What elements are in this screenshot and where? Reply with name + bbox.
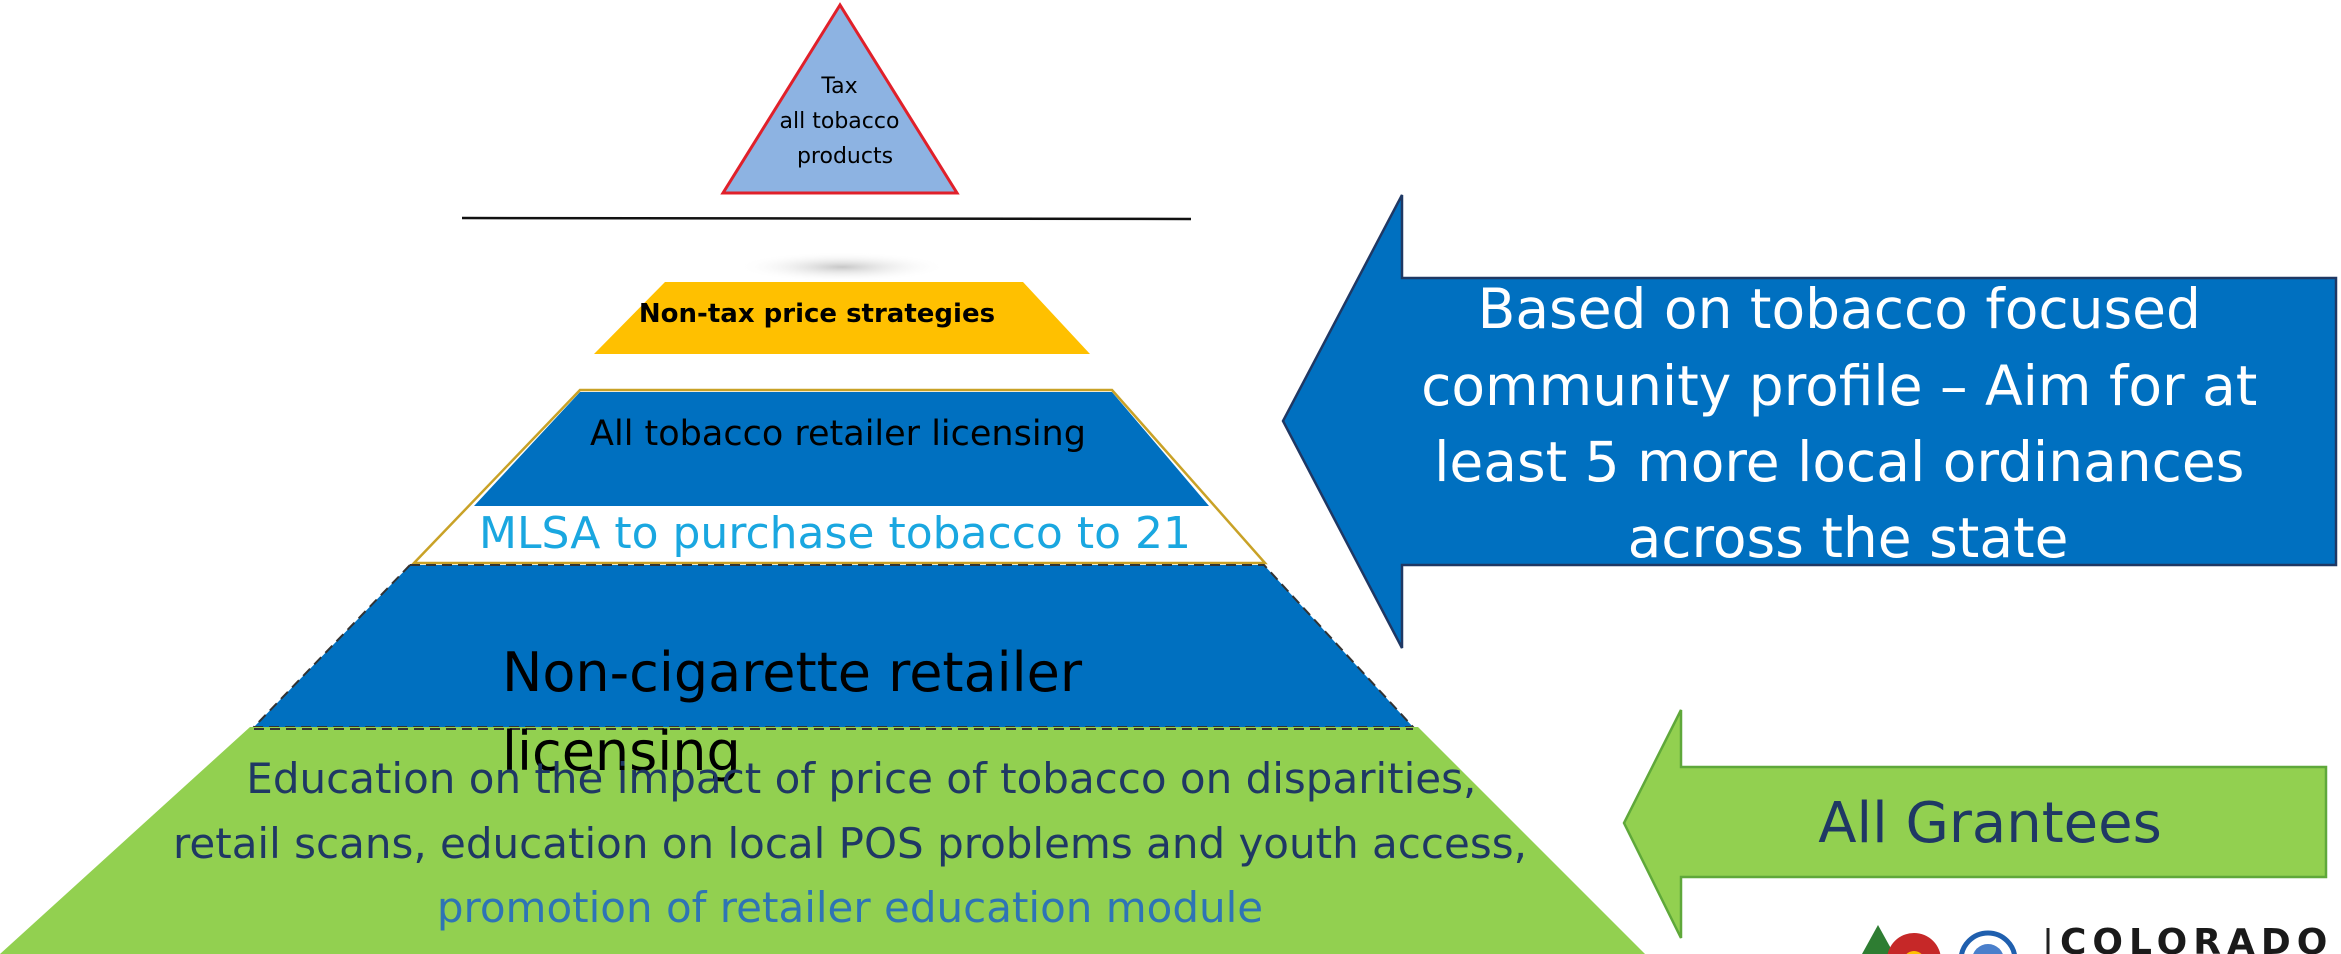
blue-arrow-text-line-1: Based on tobacco focused <box>1478 277 2201 341</box>
svg-text:Non-cigarette retailer lic: Non-cigarette retailer licensing <box>502 641 1099 783</box>
apex-separator-line <box>461 216 1192 221</box>
logo-colorado-c-center <box>1906 951 1922 954</box>
apex-text-line-2: all tobacco <box>780 109 900 134</box>
base-text-line-2: retail scans, education on local POS pro… <box>173 819 1527 868</box>
apex-text-line-3: products <box>797 144 893 169</box>
tier-noncigarette-label-line-2: licensing <box>502 720 741 783</box>
svg-text:Education on the impact of pri: Education on the impact of price of toba… <box>173 754 1527 868</box>
tier-noncigarette-label-line-1: Non-cigarette retailer <box>502 641 1083 704</box>
svg-text:Based on tobacco focused c: Based on tobacco focused community profi… <box>1421 277 2275 570</box>
separator-shadow <box>737 252 947 282</box>
tier-licensing-outline <box>411 388 1268 565</box>
green-arrow <box>1622 709 2328 939</box>
blue-arrow-text-line-4: across the state <box>1628 506 2069 570</box>
colorado-logo: COLORADO <box>1862 922 2333 954</box>
logo-colorado-c-icon <box>1887 933 1941 954</box>
blue-arrow-text-line-2: community profile – Aim for at <box>1421 354 2257 418</box>
green-arrow-label: All Grantees <box>1818 791 2162 856</box>
apex-triangle <box>720 2 960 195</box>
tier-retailer-licensing <box>474 392 1209 506</box>
base-text-line-3: promotion of retailer education module <box>437 883 1263 932</box>
apex-text-line-1: Tax <box>820 74 857 99</box>
svg-text:Tax all tobacco produc: Tax all tobacco products <box>780 74 907 169</box>
tier-nontax-label: Non-tax price strategies <box>639 299 995 329</box>
tier-base-all-grantees <box>0 727 1645 954</box>
tier-mlsa-label: MLSA to purchase tobacco to 21 <box>479 508 1191 559</box>
tier-nontax-price <box>594 282 1090 354</box>
blue-arrow-text-line-3: least 5 more local ordinances <box>1434 430 2244 494</box>
logo-seal-inner <box>1973 944 2003 954</box>
base-text-line-1: Education on the impact of price of toba… <box>246 754 1476 803</box>
logo-tree-icon <box>1862 925 1894 954</box>
tier-retailer-licensing-label: All tobacco retailer licensing <box>590 414 1086 454</box>
blue-arrow <box>1281 194 2338 649</box>
logo-seal-icon <box>1959 930 2017 954</box>
logo-wordmark: COLORADO <box>2060 922 2333 954</box>
